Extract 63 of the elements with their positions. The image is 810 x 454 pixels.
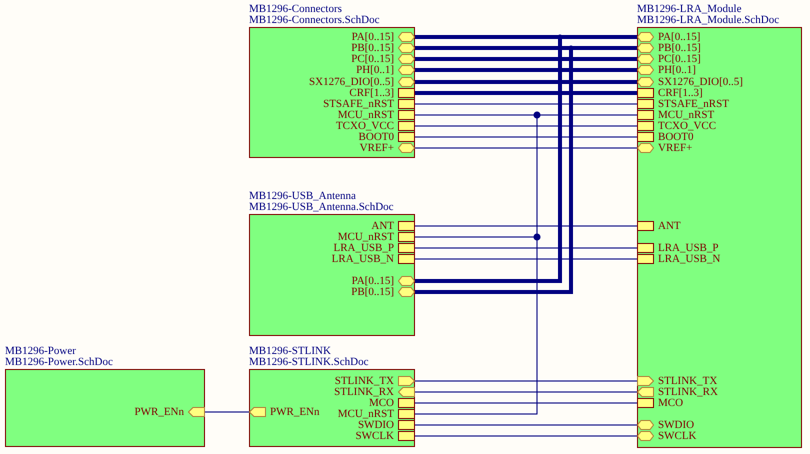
bus-line	[415, 68, 637, 72]
port-label: VREF+	[360, 143, 394, 153]
sheet-name: MB1296-Power	[5, 346, 76, 357]
sheet-file-name: MB1296-Power.SchDoc	[5, 357, 113, 368]
port-label: STSAFE_nRST	[323, 99, 394, 109]
port-label: PB[0..15]	[351, 43, 394, 53]
sheet-name: MB1296-LRA_Module	[637, 4, 742, 15]
port-label: BOOT0	[358, 132, 394, 142]
port-label: CRF[1..3]	[658, 88, 703, 98]
sheet-name: MB1296-Connectors	[249, 4, 342, 15]
sheet-name: MB1296-USB_Antenna	[249, 191, 356, 202]
port-label: PC[0..15]	[351, 54, 394, 64]
wire	[414, 258, 638, 260]
port-label: SWDIO	[358, 420, 394, 430]
port-label: LRA_USB_N	[658, 254, 720, 264]
port-label: LRA_USB_P	[658, 243, 719, 253]
port-label: MCO	[658, 398, 684, 408]
port-label: STLINK_TX	[658, 376, 718, 386]
port-label: PB[0..15]	[351, 287, 394, 297]
port-label: ANT	[371, 221, 394, 231]
port-label: STLINK_RX	[334, 387, 394, 397]
port-label: SWCLK	[658, 431, 696, 441]
port-label: CRF[1..3]	[349, 88, 394, 98]
port-label: SWDIO	[658, 420, 694, 430]
bus-line	[415, 91, 637, 95]
port-label: PC[0..15]	[658, 54, 701, 64]
port-label: SX1276_DIO[0..5]	[309, 77, 394, 87]
wire	[414, 424, 638, 426]
port-label: TCXO_VCC	[336, 121, 394, 131]
port-label: BOOT0	[658, 132, 694, 142]
port-label: MCU_nRST	[338, 110, 394, 120]
port-label: LRA_USB_N	[332, 254, 394, 264]
port-label: STLINK_RX	[658, 387, 718, 397]
port-label: SX1276_DIO[0..5]	[658, 77, 743, 87]
port-label: PWR_ENn	[134, 407, 184, 417]
port-label: SWCLK	[356, 431, 394, 441]
port-label: PB[0..15]	[658, 43, 701, 53]
sheet-file-name: MB1296-STLINK.SchDoc	[249, 357, 368, 368]
port-label: PWR_ENn	[270, 407, 320, 417]
port-label: PA[0..15]	[352, 32, 394, 42]
port-label: PH[0..1]	[356, 65, 394, 75]
port-label: MCU_nRST	[338, 232, 394, 242]
port-label: PA[0..15]	[658, 32, 700, 42]
port-label: STSAFE_nRST	[658, 99, 729, 109]
wire	[414, 380, 638, 382]
sheet-name: MB1296-STLINK	[249, 346, 331, 357]
sheet-file-name: MB1296-USB_Antenna.SchDoc	[249, 202, 394, 213]
port-label: TCXO_VCC	[658, 121, 716, 131]
bus-line	[415, 57, 637, 61]
bus-line	[415, 80, 637, 84]
port-label: MCO	[368, 398, 394, 408]
port-label: VREF+	[658, 143, 692, 153]
sheet-file-name: MB1296-Connectors.SchDoc	[249, 15, 380, 26]
port-label: PA[0..15]	[352, 276, 394, 286]
wire	[414, 402, 638, 404]
wire	[414, 136, 638, 138]
port-label: LRA_USB_P	[333, 243, 394, 253]
port-label: MCU_nRST	[658, 110, 714, 120]
port-label: PH[0..1]	[658, 65, 696, 75]
sheet-file-name: MB1296-LRA_Module.SchDoc	[637, 15, 780, 26]
port-label: MCU_nRST	[338, 409, 394, 419]
port-label: STLINK_TX	[334, 376, 394, 386]
port-label: ANT	[658, 221, 681, 231]
